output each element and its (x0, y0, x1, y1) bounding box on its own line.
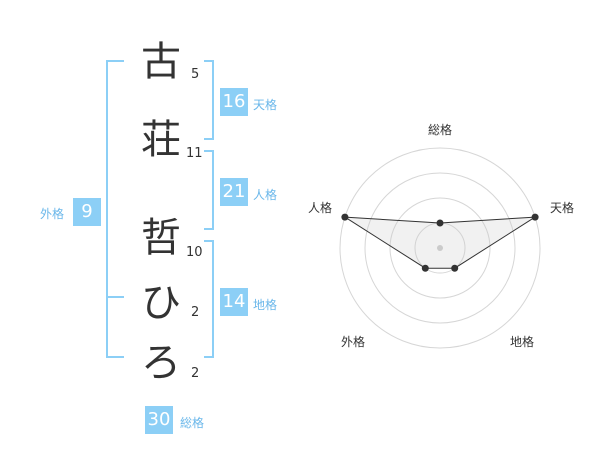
name-char-5: ろ (141, 340, 181, 386)
gaikaku-bracket-bottom (106, 356, 124, 358)
radar-point-chikaku (451, 264, 459, 272)
radar-label-jinkaku: 人格 (308, 200, 332, 215)
gaikaku-value: 9 (73, 198, 101, 226)
radar-point-jinkaku (341, 213, 349, 221)
stroke-count-2: 11 (186, 146, 203, 161)
soukaku-value: 30 (145, 406, 173, 434)
chikaku-bracket-vertical (212, 240, 214, 358)
stroke-count-4: 2 (191, 305, 200, 320)
radar-grid (339, 147, 541, 349)
name-char-2: 荘 (141, 117, 181, 163)
gaikaku-label: 外格 (40, 207, 65, 221)
stroke-count-1: 5 (191, 67, 200, 82)
tenkaku-bracket-vertical (212, 60, 214, 140)
radar-label-tenkaku: 天格 (550, 200, 574, 215)
chikaku-value: 14 (220, 288, 248, 316)
tenkaku-bracket-bottom (204, 138, 214, 140)
radar-point-soukaku (436, 219, 444, 227)
gaikaku-bracket-mid (106, 296, 124, 298)
radar-ring-3 (364, 172, 516, 324)
chikaku-label: 地格 (253, 298, 278, 312)
name-char-1: 古 (141, 39, 181, 85)
radar-label-soukaku: 総格 (428, 122, 452, 137)
jinkaku-bracket-bottom (204, 228, 214, 230)
radar-center (437, 245, 443, 251)
radar-ring-2 (389, 197, 491, 299)
chikaku-bracket-top (204, 240, 214, 242)
jinkaku-bracket-vertical (212, 150, 214, 230)
tenkaku-label: 天格 (253, 98, 278, 112)
jinkaku-label: 人格 (253, 188, 278, 202)
stroke-count-5: 2 (191, 366, 200, 381)
radar-ring-4 (339, 147, 541, 349)
radar-point-gaikaku (421, 264, 429, 272)
jinkaku-bracket-top (204, 150, 214, 152)
radar-shape (344, 216, 536, 269)
name-char-3: 哲 (141, 215, 181, 261)
tenkaku-bracket-top (204, 60, 214, 62)
chikaku-bracket-bottom (204, 356, 214, 358)
jinkaku-value: 21 (220, 178, 248, 206)
name-char-4: ひ (141, 280, 181, 326)
tenkaku-value: 16 (220, 88, 248, 116)
radar-points (341, 213, 539, 272)
radar-point-tenkaku (531, 213, 539, 221)
soukaku-label: 総格 (180, 416, 205, 430)
gaikaku-bracket-vertical (106, 60, 108, 358)
radar-label-chikaku: 地格 (510, 334, 534, 349)
stroke-count-3: 10 (186, 245, 203, 260)
gaikaku-bracket-top (106, 60, 124, 62)
radar-label-gaikaku: 外格 (341, 334, 365, 349)
